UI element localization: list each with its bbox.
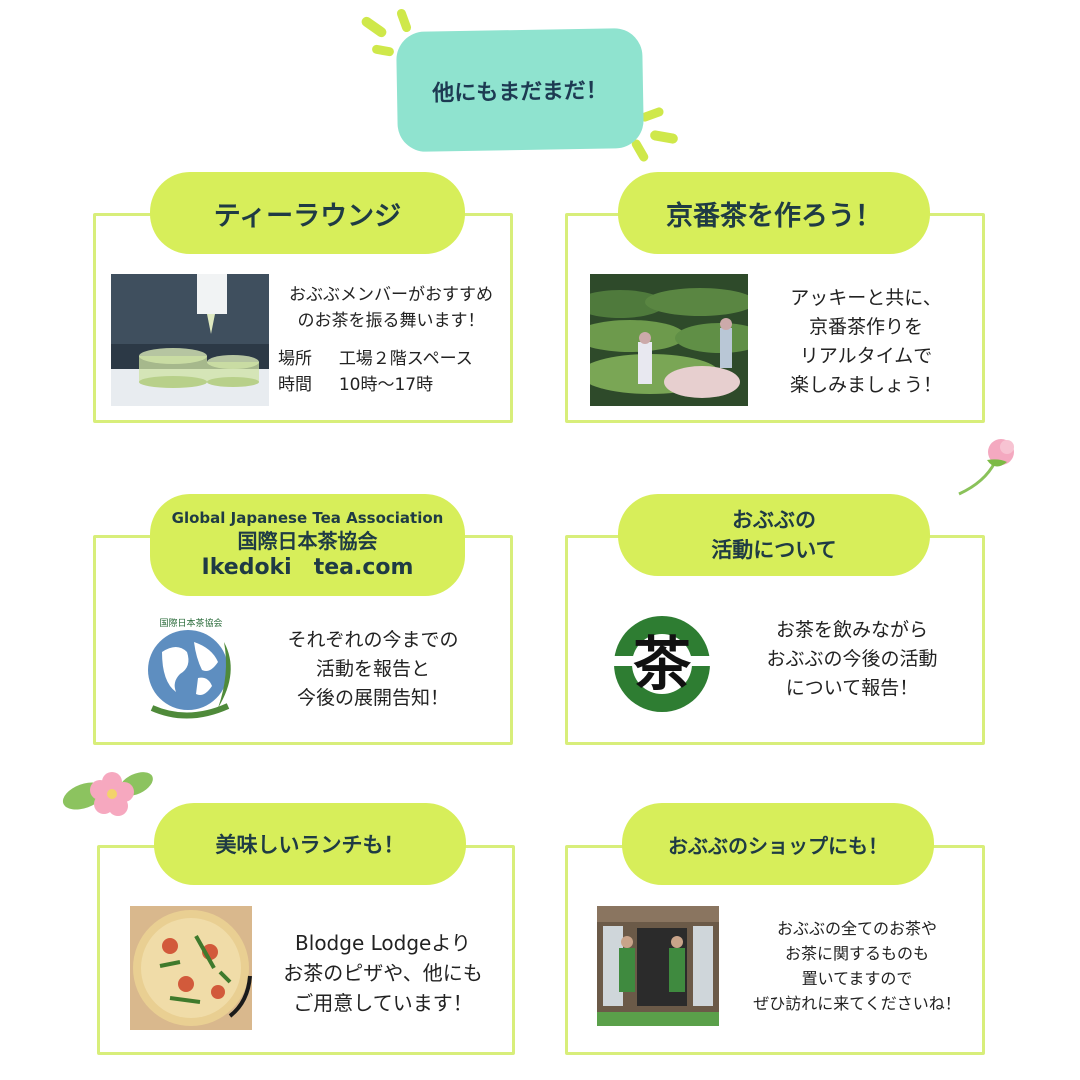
banner: 他にもまだまだ！ (395, 27, 645, 153)
tea-lounge-desc: おぶぶメンバーがおすすめ のお茶を振る舞います！ (289, 285, 493, 331)
obubu-activity-title-line1: おぶぶの (732, 508, 816, 532)
shop-title: おぶぶのショップにも！ (668, 833, 888, 858)
shop-title-pill: おぶぶのショップにも！ (622, 803, 934, 885)
tea-lounge-photo (111, 274, 269, 406)
flower-icon (62, 766, 154, 818)
decor-dash (371, 44, 395, 57)
tea-lounge-time: 時間 10時〜17時 (278, 372, 433, 398)
gjta-logo-top: 国際日本茶協会 (159, 617, 222, 629)
kyobancha-title: 京番茶を作ろう！ (666, 200, 882, 232)
decor-dash (649, 129, 679, 145)
gjta-logo: 国際日本茶協会 (132, 612, 250, 724)
place-value: 工場２階スペース (338, 349, 473, 369)
gjta-title-en: Global Japanese Tea Association (171, 509, 444, 527)
tea-lounge-place: 場所 工場２階スペース (278, 346, 473, 372)
flower-bud-icon (955, 432, 1021, 498)
gjta-title-pill: Global Japanese Tea Association 国際日本茶協会 … (150, 494, 465, 596)
lunch-title-pill: 美味しいランチも！ (154, 803, 466, 885)
lunch-title: 美味しいランチも！ (215, 833, 405, 857)
lunch-desc: Blodge Lodgeより お茶のピザや、他にも ご用意しています！ (283, 931, 483, 1015)
decor-dash (359, 14, 389, 40)
tea-logo: 茶 (604, 612, 722, 716)
banner-title: 他にもまだまだ！ (432, 78, 609, 107)
time-label: 時間 (278, 375, 312, 395)
shop-photo (597, 906, 719, 1026)
obubu-activity-desc: お茶を飲みながら おぶぶの今後の活動 について報告！ (766, 619, 938, 699)
obubu-activity-title-pill: おぶぶの 活動について (618, 494, 930, 576)
tea-logo-char: 茶 (633, 630, 692, 698)
obubu-activity-title-line2: 活動について (711, 538, 837, 562)
tea-lounge-title: ティーラウンジ (213, 200, 402, 232)
kyobancha-photo (590, 274, 748, 406)
gjta-title-sub: Ikedoki tea.com (201, 555, 414, 580)
shop-desc: おぶぶの全てのお茶や お茶に関するものも 置いてますので ぜひ訪れに来てください… (753, 919, 961, 1013)
decor-dash (395, 7, 413, 34)
tea-lounge-title-pill: ティーラウンジ (150, 172, 465, 254)
gjta-title-ja: 国際日本茶協会 (237, 529, 378, 553)
time-value: 10時〜17時 (338, 375, 434, 395)
kyobancha-desc: アッキーと共に、 京番茶作りを リアルタイムで 楽しみましょう！ (789, 287, 942, 396)
gjta-desc: それぞれの今までの 活動を報告と 今後の展開告知！ (287, 629, 459, 709)
place-label: 場所 (278, 349, 312, 369)
pizza-photo (130, 906, 252, 1030)
kyobancha-title-pill: 京番茶を作ろう！ (618, 172, 930, 254)
